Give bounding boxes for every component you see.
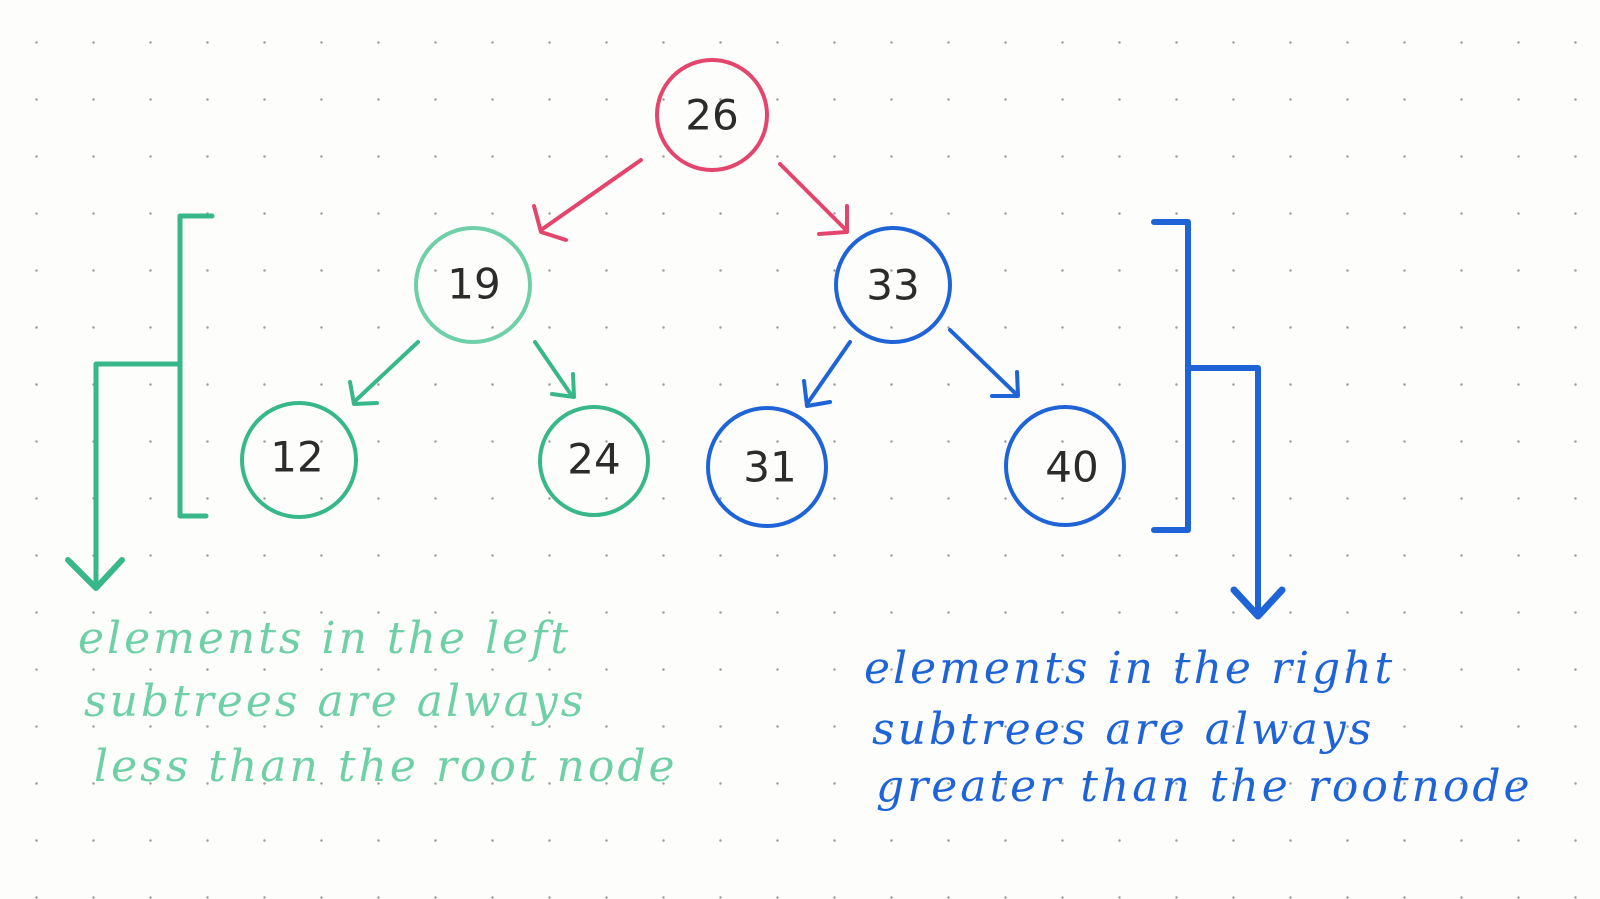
node-root-value: 26 [685, 91, 738, 140]
node-24: 24 [538, 405, 650, 517]
node-40: 40 [1004, 405, 1126, 527]
node-33: 33 [834, 226, 952, 344]
node-31: 31 [706, 406, 828, 528]
node-40-value: 40 [1045, 443, 1098, 492]
node-root: 26 [655, 58, 769, 172]
node-19-value: 19 [447, 260, 500, 309]
left-note-line-1: elements in the left [78, 613, 571, 664]
left-subtree-bracket [65, 213, 215, 591]
left-note: elements in the left subtrees are always… [78, 613, 678, 792]
right-subtree-bracket [1151, 219, 1286, 620]
right-note-line-2: subtrees are always [872, 704, 1374, 755]
right-note-line-3: greater than the rootnode [876, 761, 1533, 812]
edge-root-right [778, 162, 849, 236]
node-24-value: 24 [567, 435, 620, 484]
edge-33-31 [802, 340, 852, 408]
node-19: 19 [414, 226, 532, 344]
node-12: 12 [240, 401, 358, 519]
node-12-value: 12 [270, 433, 323, 482]
left-note-line-3: less than the root node [94, 741, 678, 792]
node-31-value: 31 [743, 443, 796, 492]
right-note-line-1: elements in the right [864, 643, 1395, 694]
right-note: elements in the right subtrees are alway… [864, 643, 1533, 812]
edge-root-left [532, 158, 643, 242]
edge-19-12 [348, 340, 420, 406]
edge-19-24 [533, 340, 576, 399]
left-note-line-2: subtrees are always [84, 676, 586, 727]
edge-33-40 [948, 328, 1020, 398]
node-33-value: 33 [866, 261, 919, 310]
